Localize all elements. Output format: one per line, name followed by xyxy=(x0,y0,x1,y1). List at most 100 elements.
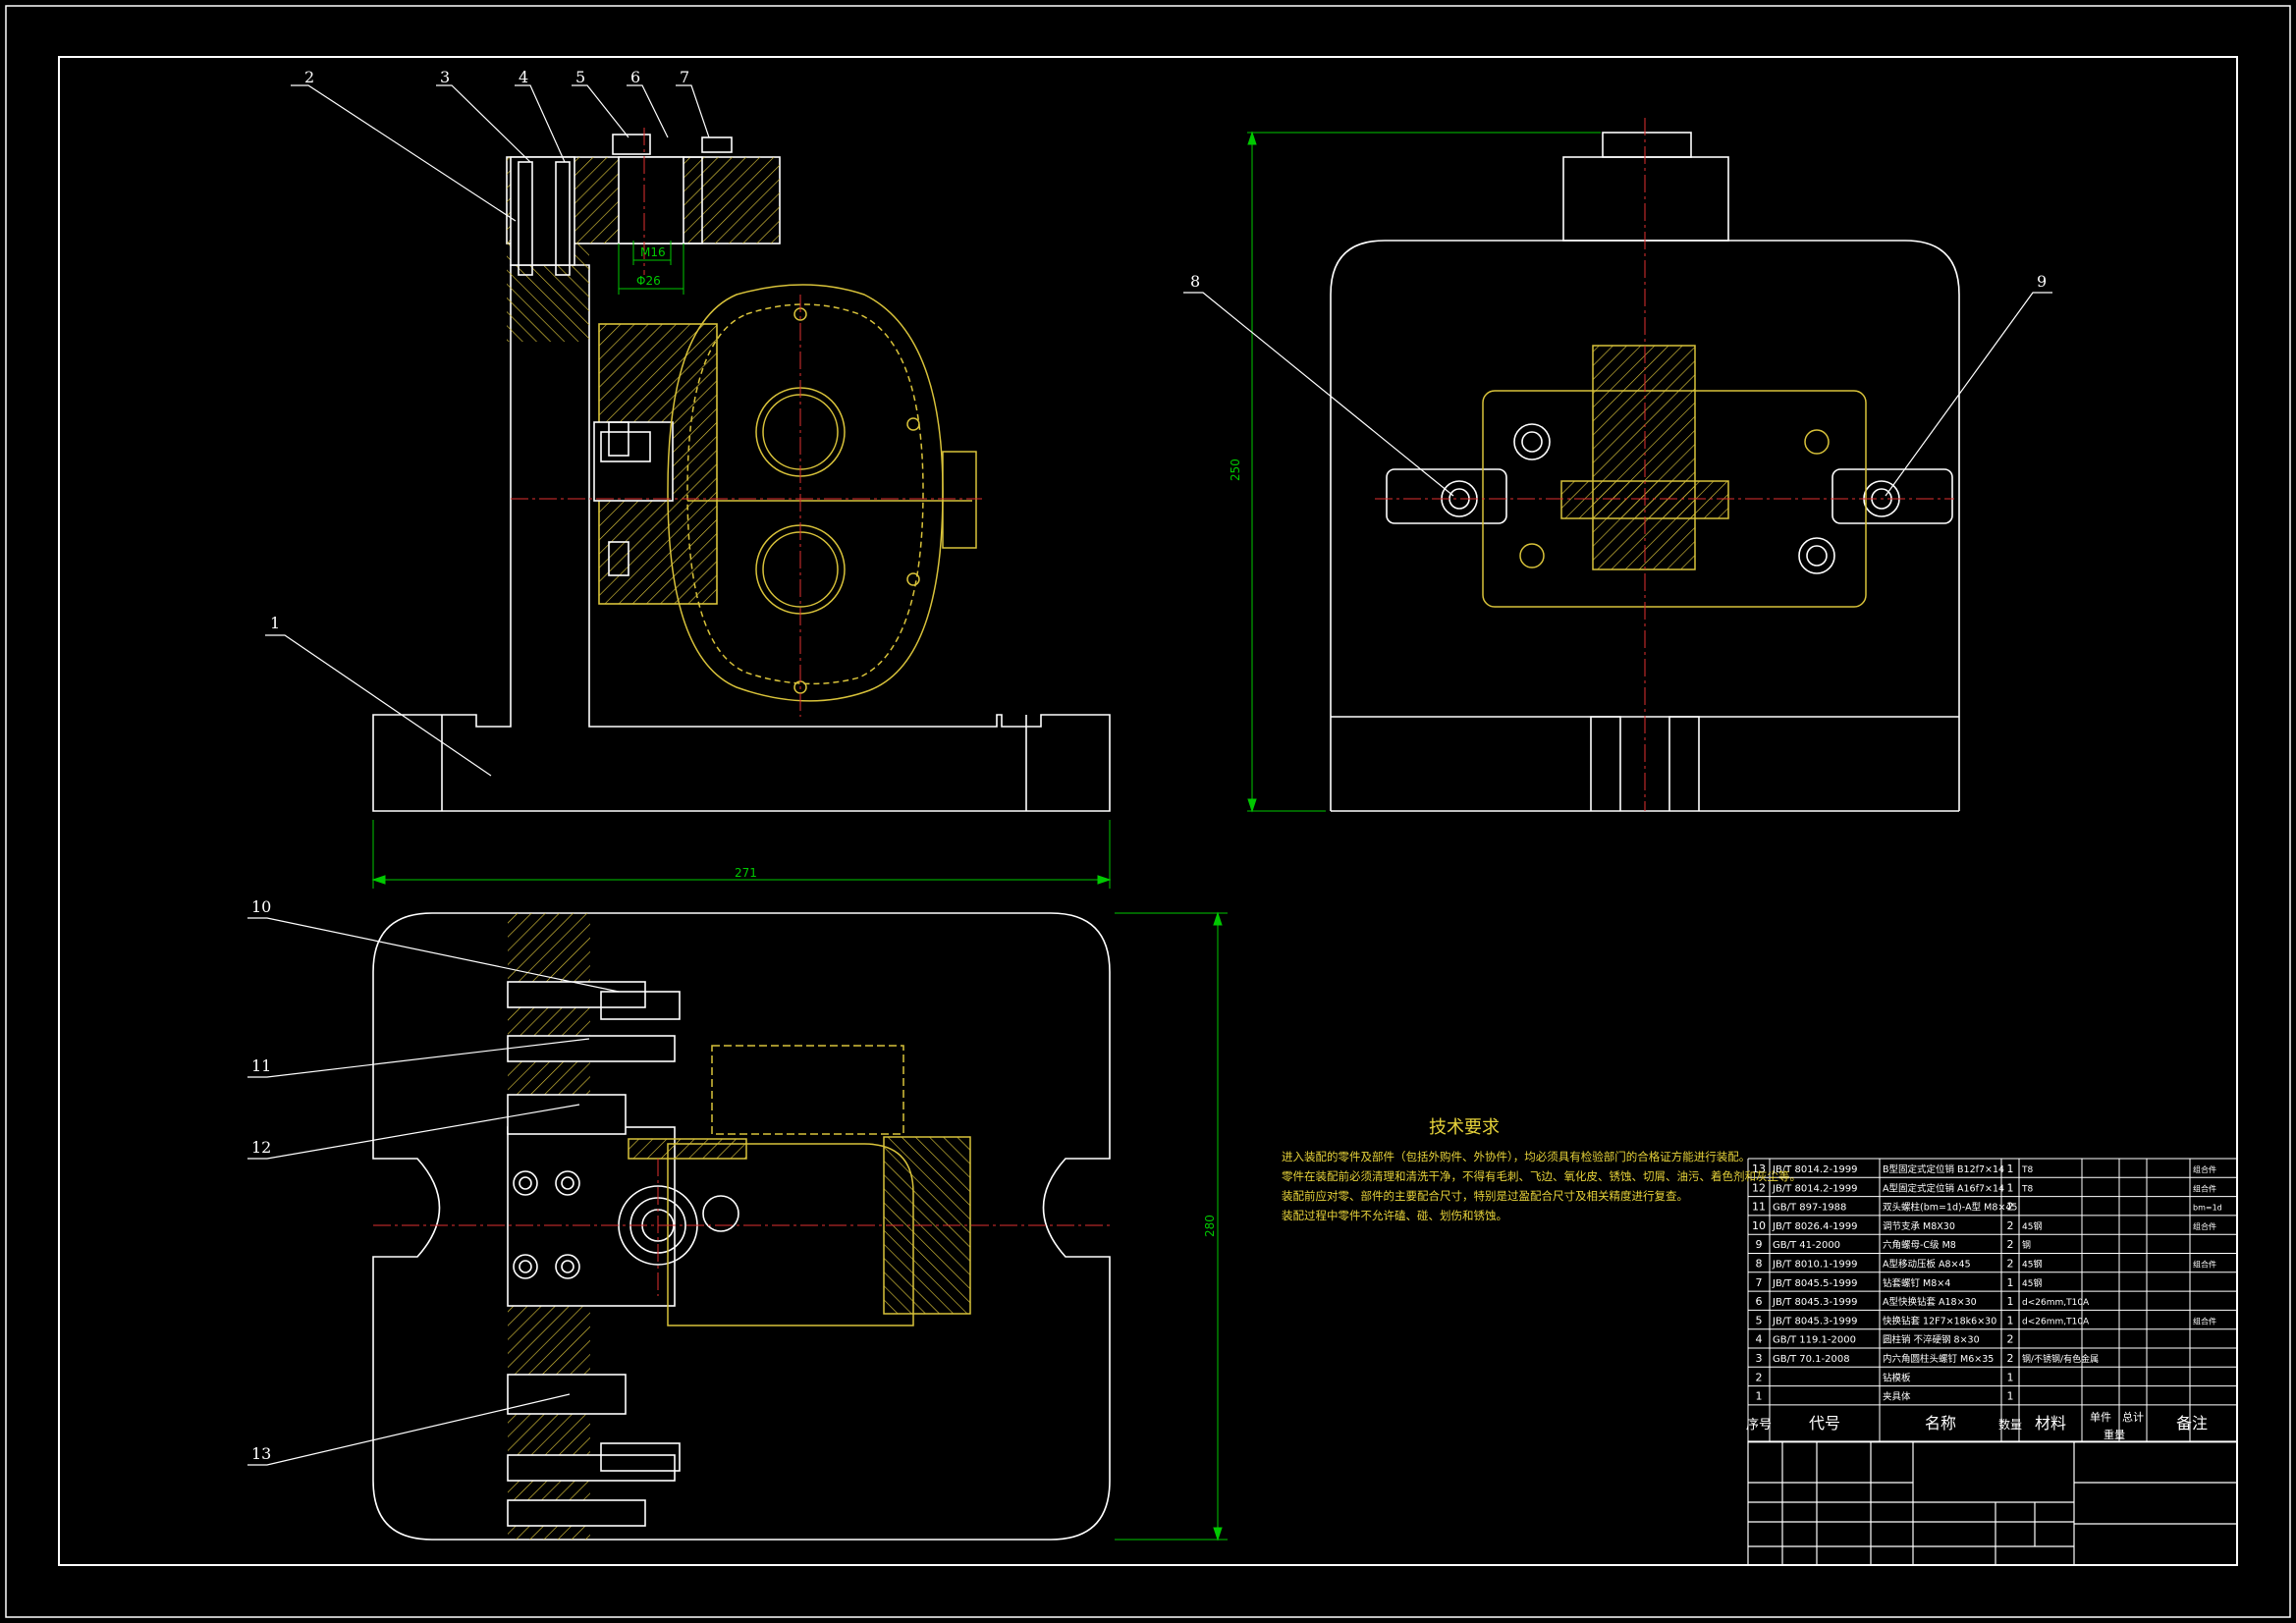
bom-cell-note: 组合件 xyxy=(2193,1316,2216,1325)
front-balloons: 1 2 3 4 5 6 7 xyxy=(270,68,689,632)
outer-border xyxy=(5,5,2291,1618)
bom-cell-name: 六角螺母-C级 M8 xyxy=(1883,1239,1956,1251)
bom-cell-no: 10 xyxy=(1752,1219,1766,1232)
balloon-13: 13 xyxy=(251,1444,271,1463)
bom-header-code: 代号 xyxy=(1809,1414,1840,1433)
balloon-11: 11 xyxy=(251,1056,271,1075)
bom-cell-no: 4 xyxy=(1756,1333,1763,1346)
bom-cell-qty: 1 xyxy=(2007,1163,2014,1175)
bom-cell-material: 45钢 xyxy=(2022,1259,2042,1271)
bom-cell-name: 双头螺柱(bm=1d)-A型 M8×45 xyxy=(1883,1202,2017,1214)
balloon-8: 8 xyxy=(1190,272,1200,291)
bom-cell-note: bm=1d xyxy=(2193,1204,2222,1213)
bom-cell-code: JB/T 8026.4-1999 xyxy=(1772,1221,1858,1232)
bom-cell-code: GB/T 41-2000 xyxy=(1773,1240,1840,1251)
bom-cell-no: 9 xyxy=(1756,1238,1763,1251)
tech-line-2: 零件在装配前必须清理和清洗干净，不得有毛刺、飞边、氧化皮、锈蚀、切屑、油污、着色… xyxy=(1282,1169,1801,1183)
front-dims xyxy=(371,241,1112,889)
bom-cell-name: 钻套螺钉 M8×4 xyxy=(1883,1277,1950,1289)
side-leaders xyxy=(1183,292,2052,497)
balloon-4: 4 xyxy=(519,68,528,86)
top-dims xyxy=(1115,911,1228,1542)
bom-header-qty: 数量 xyxy=(1998,1417,2022,1432)
tech-line-3: 装配前应对零、部件的主要配合尺寸，特别是过盈配合尺寸及相关精度进行复查。 xyxy=(1282,1189,1688,1203)
bom-cell-code: GB/T 70.1-2008 xyxy=(1773,1354,1850,1365)
bom-header-no: 序号 xyxy=(1746,1418,1772,1433)
bom-cell-code: GB/T 119.1-2000 xyxy=(1773,1335,1856,1346)
bom-cell-name: 快换钻套 12F7×18k6×30 xyxy=(1883,1315,1996,1326)
bom-header-single: 单件 xyxy=(2090,1411,2111,1424)
bom-cell-material: d<26mm,T10A xyxy=(2022,1298,2090,1308)
bom-cell-note: 组合件 xyxy=(2193,1221,2216,1231)
bom-cell-material: T8 xyxy=(2021,1184,2033,1194)
balloon-2: 2 xyxy=(304,68,314,86)
bom-cell-name: A型移动压板 A8×45 xyxy=(1883,1259,1971,1271)
bom-cell-qty: 1 xyxy=(2007,1276,2014,1289)
balloon-1: 1 xyxy=(270,614,280,632)
bom-cell-material: 45钢 xyxy=(2022,1220,2042,1232)
top-centerlines xyxy=(373,1159,1110,1296)
side-centerlines xyxy=(1375,118,1954,811)
bom-cell-note: 组合件 xyxy=(2193,1164,2216,1174)
bom-cell-no: 13 xyxy=(1752,1163,1766,1175)
bom-cell-code: JB/T 8045.3-1999 xyxy=(1772,1297,1858,1308)
bom-cell-name: 圆柱销 不淬硬钢 8×30 xyxy=(1883,1334,1980,1346)
bom-cell-no: 1 xyxy=(1756,1390,1763,1403)
dim-271: 271 xyxy=(735,866,757,880)
bom-cell-no: 7 xyxy=(1756,1276,1763,1289)
drawing-frame xyxy=(58,56,2238,1566)
bom-header-weight: 重量 xyxy=(2104,1428,2125,1441)
side-dims xyxy=(1247,131,1601,813)
bom-cell-no: 8 xyxy=(1756,1258,1763,1271)
top-workpiece xyxy=(628,1045,971,1326)
bom-cell-no: 5 xyxy=(1756,1314,1763,1326)
bom-cell-name: B型固定式定位销 B12f7×14 xyxy=(1883,1163,2004,1175)
bom-cell-qty: 1 xyxy=(2007,1295,2014,1308)
dim-280: 280 xyxy=(1203,1215,1217,1237)
tech-line-4: 装配过程中零件不允许磕、碰、划伤和锈蚀。 xyxy=(1282,1209,1507,1222)
bom-cell-qty: 2 xyxy=(2007,1238,2014,1251)
top-balloons: 10 11 12 13 xyxy=(251,897,271,1463)
balloon-7: 7 xyxy=(680,68,689,86)
bom-cell-no: 3 xyxy=(1756,1352,1763,1365)
dim-m16: M16 xyxy=(640,245,666,259)
bom-cell-material: 钢/不锈钢/有色金属 xyxy=(2022,1353,2099,1365)
bom-cell-qty: 2 xyxy=(2007,1333,2014,1346)
balloon-3: 3 xyxy=(440,68,450,86)
balloon-12: 12 xyxy=(251,1138,271,1157)
bom-cell-qty: 2 xyxy=(2007,1352,2014,1365)
balloon-5: 5 xyxy=(575,68,585,86)
bom-cell-no: 11 xyxy=(1752,1201,1766,1214)
dim-phi26: Φ26 xyxy=(636,274,661,288)
balloon-9: 9 xyxy=(2037,272,2047,291)
bom-cell-material: 45钢 xyxy=(2022,1277,2042,1289)
tech-requirements-title: 技术要求 xyxy=(1429,1117,1500,1138)
bom-cell-name: A型快换钻套 A18×30 xyxy=(1883,1296,1977,1308)
bom-cell-name: 调节支承 M8X30 xyxy=(1883,1220,1955,1232)
bom-cell-qty: 1 xyxy=(2007,1371,2014,1383)
bom-cell-code: JB/T 8010.1-1999 xyxy=(1772,1260,1858,1271)
bom-cell-qty: 2 xyxy=(2007,1219,2014,1232)
bom-cell-name: 内六角圆柱头螺钉 M6×35 xyxy=(1883,1353,1994,1365)
bom-cell-material: d<26mm,T10A xyxy=(2022,1317,2090,1326)
bom-header-note: 备注 xyxy=(2176,1414,2208,1433)
side-workpiece xyxy=(1482,345,1867,608)
bom-cell-qty: 2 xyxy=(2007,1201,2014,1214)
front-view xyxy=(372,134,1111,812)
side-balloons: 8 9 xyxy=(1190,272,2047,291)
bom-cell-material: T8 xyxy=(2021,1165,2033,1175)
bom-cell-code: JB/T 8045.3-1999 xyxy=(1772,1316,1858,1326)
top-view xyxy=(372,912,1111,1541)
bom-header-total: 总计 xyxy=(2122,1410,2144,1424)
bom-header-name: 名称 xyxy=(1925,1414,1956,1433)
front-dim-text: 271 M16 Φ26 xyxy=(636,245,757,880)
balloon-10: 10 xyxy=(251,897,271,916)
bom-cell-code: JB/T 8045.5-1999 xyxy=(1772,1278,1858,1289)
bom-cell-name: 夹具体 xyxy=(1883,1391,1911,1403)
bom-cell-no: 12 xyxy=(1752,1181,1766,1194)
bom-cell-name: 钻模板 xyxy=(1883,1372,1911,1383)
balloon-6: 6 xyxy=(630,68,640,86)
bom-cell-note: 组合件 xyxy=(2193,1260,2216,1270)
